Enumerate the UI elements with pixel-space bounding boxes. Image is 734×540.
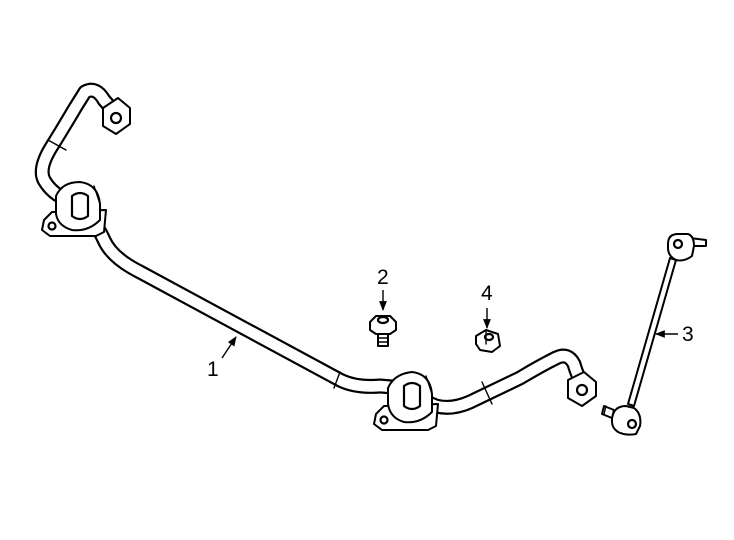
callout-1: 1 <box>207 336 237 381</box>
stabilizer-bar[interactable] <box>34 82 597 431</box>
callout-4-label: 4 <box>481 282 493 305</box>
bushing-bracket-right <box>373 371 439 431</box>
nut[interactable] <box>475 329 501 353</box>
bolt[interactable] <box>369 315 397 347</box>
stabilizer-link[interactable] <box>601 233 707 436</box>
callout-2-label: 2 <box>377 266 389 289</box>
callout-3: 3 <box>655 323 694 346</box>
bar-end-right <box>567 371 597 407</box>
callout-4: 4 <box>481 282 493 329</box>
callout-2: 2 <box>377 266 389 311</box>
bar-end-left <box>102 97 131 135</box>
bushing-bracket-left <box>41 181 107 237</box>
callout-3-label: 3 <box>682 323 694 346</box>
callout-1-label: 1 <box>207 358 219 381</box>
